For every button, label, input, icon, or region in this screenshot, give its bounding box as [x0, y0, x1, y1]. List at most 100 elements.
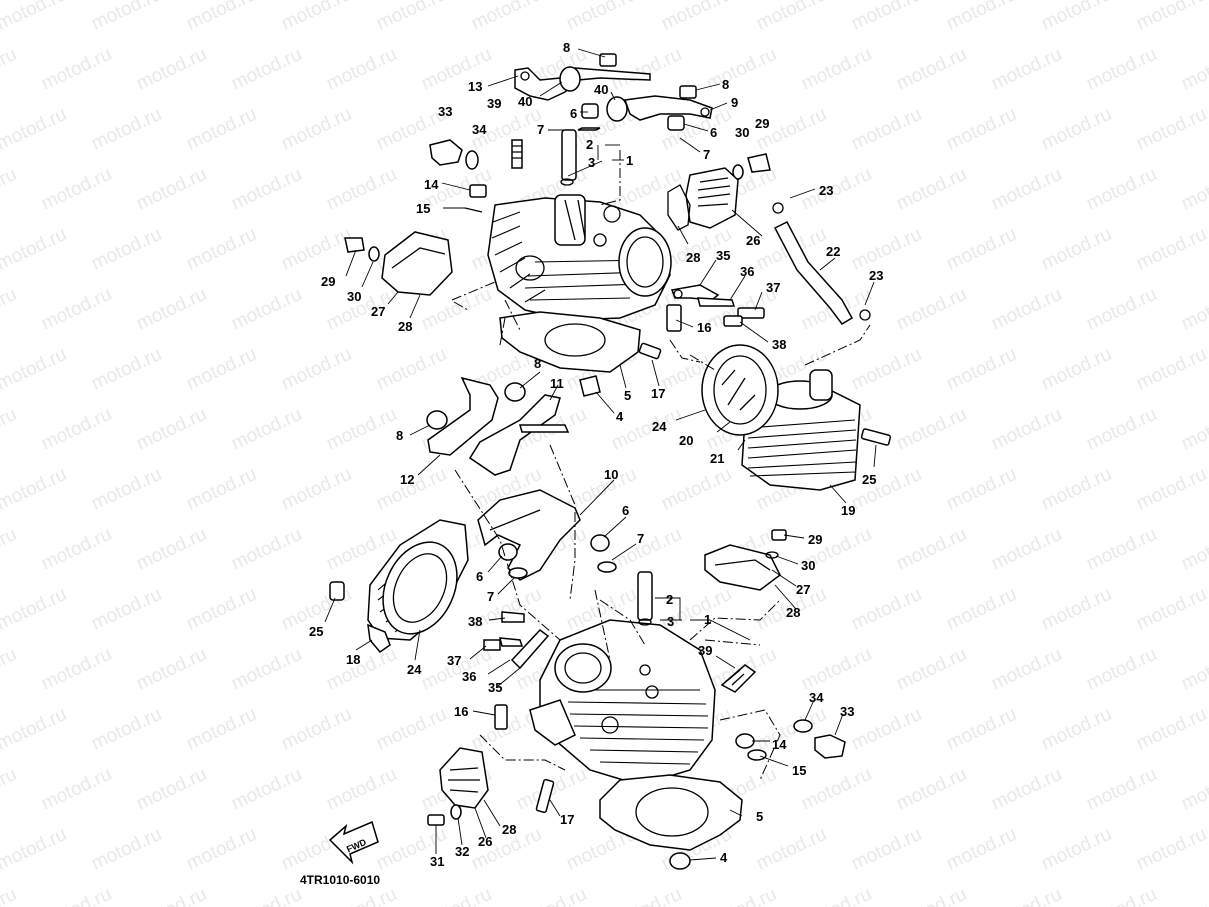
watermark-text: motod.ru	[133, 644, 210, 695]
watermark-text: motod.ru	[798, 44, 875, 95]
callout-l12: 12	[400, 472, 414, 487]
watermark-text: motod.ru	[1133, 104, 1209, 155]
watermark-text: motod.ru	[1133, 344, 1209, 395]
watermark-text: motod.ru	[848, 704, 925, 755]
callout-l18: 18	[346, 652, 360, 667]
callout-l28c: 28	[786, 605, 800, 620]
watermark-text: motod.ru	[0, 164, 20, 215]
watermark-text: motod.ru	[38, 44, 115, 95]
watermark-text: motod.ru	[0, 404, 20, 455]
watermark-text: motod.ru	[183, 0, 260, 35]
callout-l30c: 30	[801, 558, 815, 573]
callout-l26a: 26	[746, 233, 760, 248]
watermark-text: motod.ru	[893, 284, 970, 335]
watermark-text: motod.ru	[893, 644, 970, 695]
callout-l34b: 34	[809, 690, 824, 705]
watermark-text: motod.ru	[0, 224, 70, 275]
watermark-text: motod.ru	[658, 464, 735, 515]
watermark-text: motod.ru	[38, 884, 115, 907]
watermark-text: motod.ru	[753, 0, 830, 35]
watermark-text: motod.ru	[183, 224, 260, 275]
watermark-text: motod.ru	[658, 0, 735, 35]
callout-l8a: 8	[563, 40, 570, 55]
watermark-text: motod.ru	[133, 884, 210, 907]
callout-l40b: 40	[594, 82, 608, 97]
watermark-text: motod.ru	[133, 524, 210, 575]
watermark-text: motod.ru	[1178, 404, 1209, 455]
callout-l39a: 39	[487, 96, 501, 111]
watermark-text: motod.ru	[848, 344, 925, 395]
callout-l14a: 14	[424, 177, 439, 192]
callout-l3b: 3	[667, 614, 674, 629]
callout-l17b: 17	[560, 812, 574, 827]
watermark-text: motod.ru	[0, 104, 70, 155]
callout-l5a: 5	[624, 388, 631, 403]
watermark-text: motod.ru	[988, 764, 1065, 815]
callout-l8b: 8	[722, 77, 729, 92]
watermark-text: motod.ru	[893, 44, 970, 95]
callout-l38b: 38	[468, 614, 482, 629]
watermark-text: motod.ru	[893, 524, 970, 575]
callout-l7d: 7	[487, 589, 494, 604]
watermark-text: motod.ru	[278, 704, 355, 755]
watermark-text: motod.ru	[373, 704, 450, 755]
callout-l15a: 15	[416, 201, 430, 216]
bracket-10	[477, 489, 581, 581]
watermark-text: motod.ru	[703, 884, 780, 907]
watermark-text: motod.ru	[323, 404, 400, 455]
watermark-text: motod.ru	[133, 404, 210, 455]
watermark-text: motod.ru	[278, 0, 355, 35]
watermark-text: motod.ru	[1083, 524, 1160, 575]
callout-l9: 9	[731, 95, 738, 110]
callout-l6b: 6	[710, 125, 717, 140]
upper-small-parts	[344, 53, 771, 262]
watermark-text: motod.ru	[988, 284, 1065, 335]
callout-l39b: 39	[698, 643, 712, 658]
watermark-text: motod.ru	[943, 704, 1020, 755]
callout-l5b: 5	[756, 809, 763, 824]
lower-small-parts	[427, 529, 846, 870]
watermark-text: motod.ru	[1178, 644, 1209, 695]
watermark-text: motod.ru	[1178, 164, 1209, 215]
watermark-text: motod.ru	[988, 164, 1065, 215]
watermark-text: motod.ru	[468, 0, 545, 35]
watermark-text: motod.ru	[183, 464, 260, 515]
bracket-9	[623, 95, 713, 121]
callout-l27b: 27	[796, 582, 810, 597]
watermark-text: motod.ru	[943, 344, 1020, 395]
callout-l40a: 40	[518, 94, 532, 109]
watermark-text: motod.ru	[798, 884, 875, 907]
watermark-text: motod.ru	[1178, 284, 1209, 335]
watermark-text: motod.ru	[753, 824, 830, 875]
watermark-text: motod.ru	[183, 584, 260, 635]
watermark-text: motod.ru	[893, 764, 970, 815]
watermark-text: motod.ru	[0, 584, 70, 635]
callout-l16b: 16	[454, 704, 468, 719]
watermark-text: motod.ru	[418, 644, 495, 695]
watermark-text: motod.ru	[1133, 704, 1209, 755]
callout-l6d: 6	[476, 569, 483, 584]
watermark-text: motod.ru	[133, 164, 210, 215]
watermark-text: motod.ru	[1133, 0, 1209, 35]
watermark-text: motod.ru	[0, 464, 70, 515]
watermark-text: motod.ru	[278, 344, 355, 395]
watermark-text: motod.ru	[323, 164, 400, 215]
watermark-text: motod.ru	[0, 704, 70, 755]
watermark-text: motod.ru	[228, 884, 305, 907]
callout-l24b: 24	[407, 662, 422, 677]
callout-l1b: 1	[704, 612, 711, 627]
watermark-text: motod.ru	[133, 44, 210, 95]
callout-l24a: 24	[652, 419, 667, 434]
callout-l3a: 3	[588, 155, 595, 170]
watermark-text: motod.ru	[988, 644, 1065, 695]
watermark-text: motod.ru	[183, 104, 260, 155]
watermark-text: motod.ru	[1083, 44, 1160, 95]
callout-l8c: 8	[534, 356, 541, 371]
watermark-text: motod.ru	[1178, 44, 1209, 95]
watermark-text: motod.ru	[1178, 884, 1209, 907]
callout-l33b: 33	[840, 704, 854, 719]
callout-l35b: 35	[488, 680, 502, 695]
watermark-text: motod.ru	[228, 764, 305, 815]
callout-l4a: 4	[616, 409, 624, 424]
watermark-text: motod.ru	[88, 704, 165, 755]
